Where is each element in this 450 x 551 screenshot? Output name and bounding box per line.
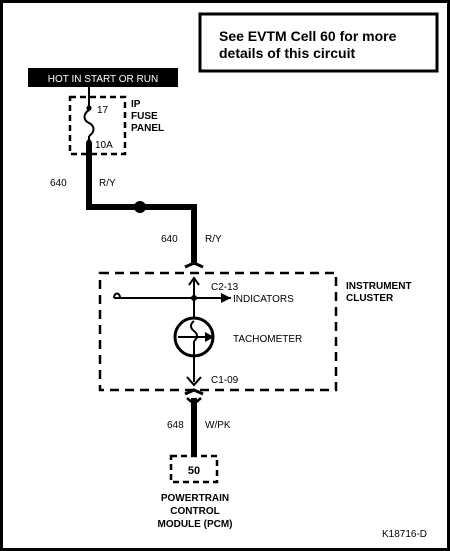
connector-c2-13-label: C2-13 [211,282,239,293]
figure-id: K18716-D [382,529,427,540]
arrow-down-icon [186,376,202,387]
wire-top-circuit: 640 [50,178,67,189]
note-box [198,12,439,73]
fuse-number: 17 [97,105,109,116]
tachometer-coil-icon [190,320,198,342]
cluster-label-1: INSTRUMENT [346,281,412,292]
pcm-pin: 50 [188,465,200,477]
fuse-box [68,95,127,156]
instrument-cluster-box [98,271,338,392]
indicators-label: INDICATORS [233,294,294,305]
wire-mid-circuit: 640 [161,234,178,245]
wire-bottom-color: W/PK [205,420,231,431]
power-source-bar [28,68,178,87]
connector-c1-09-icon [184,388,204,396]
fuse-rating: 10A [95,140,113,151]
fuse-panel-label-3: PANEL [131,123,164,134]
indicators-splice [191,295,197,301]
indicators-arrow-icon [221,293,231,303]
wire-mid-color: R/Y [205,234,222,245]
power-source-label: HOT IN START OR RUN [48,74,158,85]
pcm-label-1: POWERTRAIN [161,493,229,504]
fuse-icon [83,109,95,137]
connector-c1-09-label: C1-09 [211,375,239,386]
pcm-label-2: CONTROL [170,506,219,517]
note-line-2: details of this circuit [219,45,355,61]
wire-648-end-icon [186,397,202,406]
wire-bottom-circuit: 648 [167,420,184,431]
wire-crossover-icon [113,292,121,299]
fuse-panel-label-2: FUSE [131,111,158,122]
pcm-label-3: MODULE (PCM) [158,519,233,530]
tachometer-needle-arrow-icon [205,332,214,342]
wire-top-color: R/Y [99,178,116,189]
fuse-terminal-top [86,105,92,111]
fuse-panel-label-1: IP [131,99,141,110]
cluster-label-2: CLUSTER [346,293,394,304]
tachometer-label: TACHOMETER [233,334,302,345]
connector-c2-13-icon [184,261,204,269]
note-line-1: See EVTM Cell 60 for more [219,28,397,44]
splice-dot [134,201,146,213]
pcm-box [169,454,219,484]
